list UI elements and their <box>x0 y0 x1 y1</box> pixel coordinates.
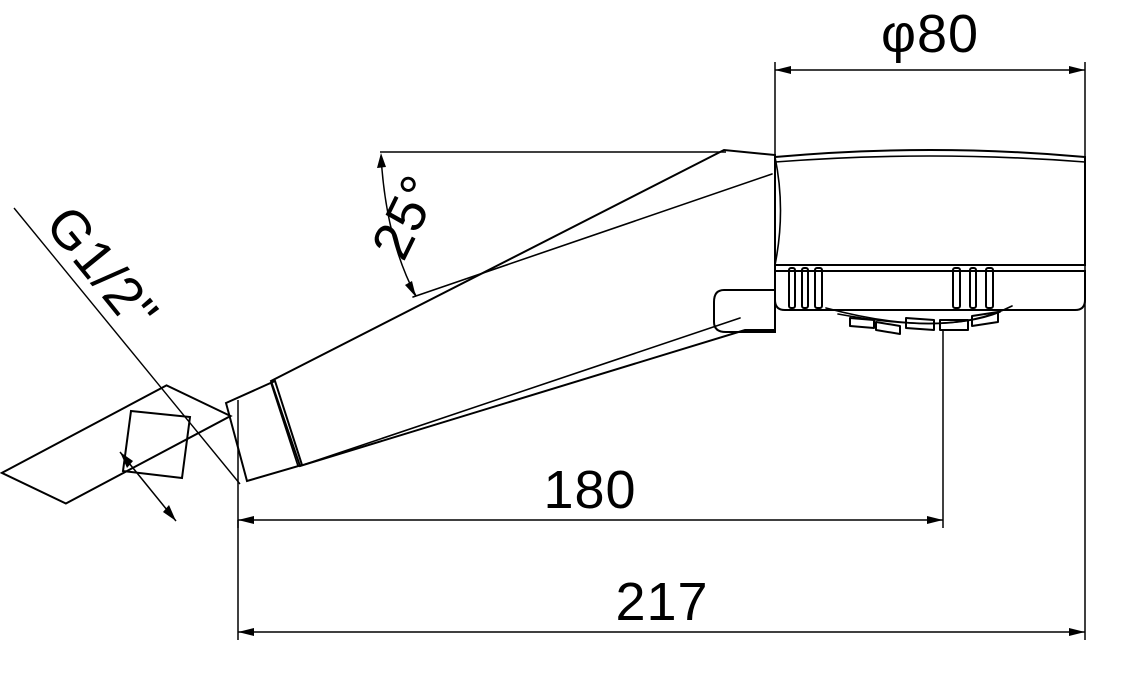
handle-head-connector <box>713 289 776 333</box>
thread-label: G1/2" <box>34 195 170 343</box>
spray-nozzle-pad-3 <box>905 317 935 331</box>
spray-face-inner-arc <box>837 311 1001 325</box>
dimension-spray-angle: 25° <box>360 151 726 297</box>
handle-upper-fold-line <box>412 173 773 298</box>
spray-nozzle-pad-2 <box>875 321 901 335</box>
angle-arrow-top <box>377 153 386 168</box>
spray-face-with-nozzles <box>825 305 1013 335</box>
phi80-arrow-left <box>775 66 791 74</box>
handle-lower-fold-line <box>299 317 741 467</box>
thread-arrow-2 <box>163 505 176 521</box>
dim180-arrow-left <box>238 516 254 524</box>
head-slot-3 <box>814 267 823 309</box>
head-upper-shell <box>774 149 1086 266</box>
spray-nozzle-pad-4 <box>939 319 969 331</box>
head-slot-group-right <box>952 267 994 309</box>
dimension-length-217: 217 <box>237 265 1086 640</box>
angle-arrow-bottom <box>405 281 416 297</box>
thread-arrow-1 <box>120 452 133 468</box>
thread-leader-line <box>13 207 241 485</box>
phi80-label: φ80 <box>881 4 979 64</box>
head-slot-group-left <box>788 267 823 309</box>
connector-body <box>713 289 776 333</box>
spray-nozzle-pad-1 <box>849 317 875 329</box>
head-slot-2 <box>801 267 809 309</box>
head-slot-6 <box>985 267 994 309</box>
inlet-tube-outline <box>121 409 192 480</box>
head-slot-1 <box>788 267 796 309</box>
head-top-arc <box>774 155 1086 163</box>
spray-nozzle-pad-5 <box>971 311 999 327</box>
head-slot-4 <box>952 267 961 309</box>
angle-label: 25° <box>360 166 451 268</box>
head-slot-5 <box>969 267 977 309</box>
dim180-arrow-right <box>927 516 943 524</box>
dim217-arrow-right <box>1069 628 1085 636</box>
head-left-edge-curve <box>774 156 782 266</box>
dimension-thread-g12: G1/2" <box>13 195 241 522</box>
phi80-arrow-right <box>1069 66 1085 74</box>
dim217-label: 217 <box>615 572 708 632</box>
dimension-length-180: 180 <box>237 330 944 528</box>
dimension-head-diameter: φ80 <box>774 4 1086 160</box>
handle-body-outline <box>269 148 776 468</box>
tapered-handle <box>269 148 776 468</box>
dim217-arrow-left <box>238 628 254 636</box>
dim180-label: 180 <box>543 460 636 520</box>
